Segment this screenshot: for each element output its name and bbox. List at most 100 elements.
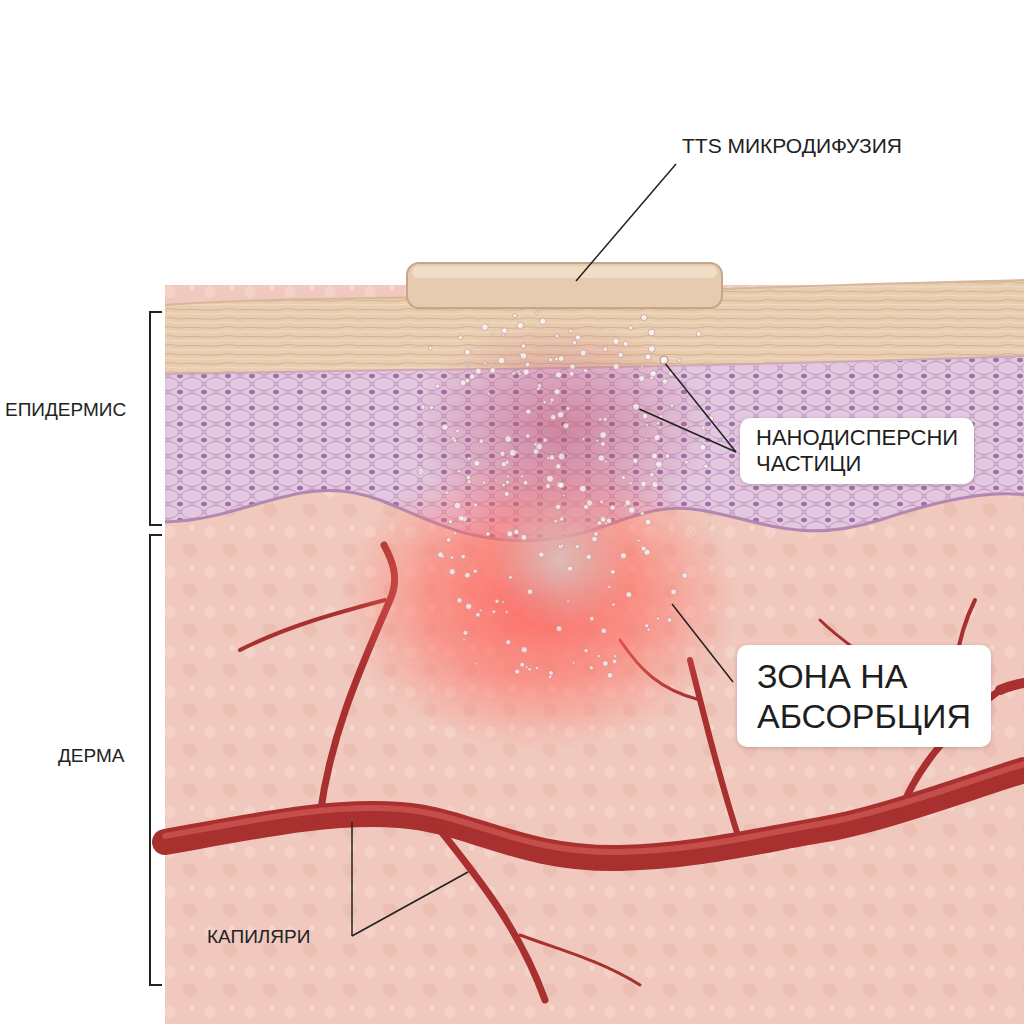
particle [500,451,505,456]
particle [558,482,564,488]
particle [580,485,587,492]
particle [558,412,564,418]
particle [597,654,600,657]
particle [482,324,489,331]
particle [708,523,710,525]
particle [509,575,513,579]
particle [597,521,602,526]
particle [567,600,570,603]
particle [429,405,433,409]
particle [449,569,455,575]
particle [572,662,575,665]
particle [645,438,647,440]
particle [466,475,471,480]
particle [515,451,518,454]
particle [648,329,655,336]
particle [704,464,708,468]
callout-box: ЗОНА НА АБСОРБЦИЯ [737,645,991,747]
particle [628,326,632,330]
particle [465,349,471,355]
particle [629,482,632,485]
particle [648,346,655,353]
particle [560,517,564,521]
particle [559,453,565,459]
particle [525,362,530,367]
particle [480,609,482,611]
particle [420,405,425,410]
particle [523,369,529,375]
particle [526,409,531,414]
particle [625,500,631,506]
particle [558,356,564,362]
particle [603,661,608,666]
particle [463,631,468,636]
particle [555,372,561,378]
particle [594,532,598,536]
particle [521,344,526,349]
particle [517,322,523,328]
particle [645,519,651,525]
part-label: ДЕРМА [58,745,125,768]
particle [555,504,560,509]
particle [501,462,506,467]
particle [654,434,660,440]
callout-box: НАНОДИСПЕРСНИ ЧАСТИЦИ [740,418,974,484]
particle [563,494,565,496]
particle [482,481,485,484]
particle [476,612,480,616]
particle [645,354,651,360]
particle [463,638,465,640]
particle [506,475,509,478]
particle [520,662,525,667]
particle [628,507,635,514]
particle [454,502,461,509]
particle [549,402,552,405]
particle [573,356,576,359]
particle [547,475,554,482]
particle [621,476,625,480]
particle [457,469,461,473]
particle [536,666,539,669]
particle [507,531,513,537]
part-label: TTS МИКРОДИФУЗИЯ [682,133,902,158]
particle [603,347,608,352]
particle [525,666,528,669]
particle [543,438,547,442]
particle [650,376,654,380]
particle [613,338,619,344]
particle [647,628,650,631]
particle [495,599,499,603]
particle [474,503,478,507]
particle [448,520,452,524]
particle [620,553,626,559]
particle [641,481,647,487]
particle [473,569,477,573]
particle [662,379,667,384]
particle [614,655,617,658]
particle [558,544,563,549]
callout-text: НАНОДИСПЕРСНИ ЧАСТИЦИ [756,425,958,477]
particle [652,453,658,459]
particle [474,460,480,466]
particle [490,368,496,374]
particle [548,358,552,362]
particle [586,554,591,559]
particle [491,331,494,334]
particle [678,358,682,362]
particle [656,617,659,620]
particle [607,673,613,679]
particle [436,384,440,388]
particle [492,610,495,613]
particle [506,480,510,484]
particle [642,413,648,419]
particle [543,401,546,404]
particle [466,603,472,609]
particle [454,532,457,535]
particle [539,552,544,557]
particle [513,314,517,318]
particle [656,461,663,468]
particle [502,333,505,336]
particle [589,666,593,670]
particle [641,546,646,551]
particle [566,407,570,411]
